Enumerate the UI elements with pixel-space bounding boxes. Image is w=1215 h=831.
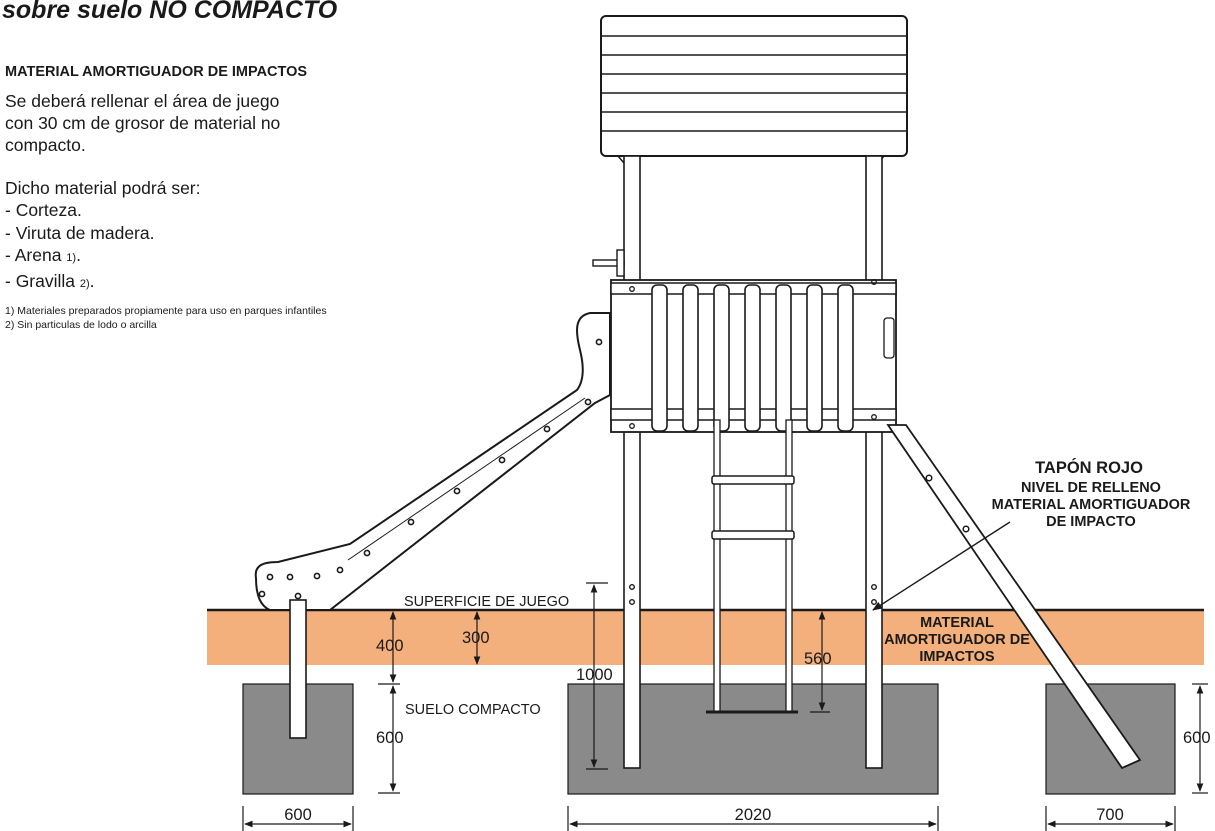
cushion-layer-label: AMORTIGUADOR DE xyxy=(884,632,1030,648)
footnote-ref: 2) xyxy=(79,277,90,290)
cushion-layer-label: IMPACTOS xyxy=(919,649,995,665)
red-cap-arrow xyxy=(872,521,1011,611)
dimension-lines xyxy=(242,582,1208,831)
footnote-ref: 1) xyxy=(66,252,77,264)
tower-posts xyxy=(623,155,883,769)
footnote: 1) Materiales preparados propiamente par… xyxy=(5,305,327,317)
dim-footing-depth-right: 600 xyxy=(1183,729,1211,747)
material-item: - Corteza. xyxy=(5,200,82,220)
materials-list: - Corteza. - Viruta de madera. - Arena 1… xyxy=(5,199,154,295)
handle xyxy=(592,249,625,277)
fill-instructions-line: con 30 cm de grosor de material no xyxy=(5,113,281,133)
fill-instructions-line: compacto. xyxy=(5,135,86,155)
red-cap-desc: MATERIAL AMORTIGUADOR xyxy=(992,497,1191,513)
material-item: - Gravilla 2). xyxy=(5,270,95,291)
dim-footing-width-center: 2020 xyxy=(735,806,772,824)
page-title: sobre suelo NO COMPACTO xyxy=(2,0,338,24)
red-cap-desc: NIVEL DE RELLENO xyxy=(1021,480,1161,496)
fill-instructions: Se deberá rellenar el área de juego con … xyxy=(5,90,280,156)
guard-rail xyxy=(610,279,897,433)
play-surface-label: SUPERFICIE DE JUEGO xyxy=(404,594,569,610)
dim-total-depth: 400 xyxy=(376,637,404,655)
red-cap-title: TAPÓN ROJO xyxy=(1035,458,1143,477)
dim-footing-width-right: 700 xyxy=(1096,806,1124,824)
footnote: 2) Sin particulas de lodo o arcilla xyxy=(5,319,157,331)
compact-ground-label: SUELO COMPACTO xyxy=(405,702,541,718)
materials-intro: Dicho material podrá ser: xyxy=(5,178,201,198)
footnotes: 1) Materiales preparados propiamente par… xyxy=(5,304,327,332)
roof xyxy=(600,15,908,164)
material-item: - Viruta de madera. xyxy=(5,222,155,243)
slide-anchor xyxy=(289,599,307,739)
climbing-ramp xyxy=(886,424,1142,770)
dim-footing-depth-left: 600 xyxy=(376,729,404,747)
dim-post-depth: 1000 xyxy=(576,666,613,684)
dim-footing-width-left: 600 xyxy=(284,806,312,824)
dim-fill-thickness: 300 xyxy=(462,629,490,647)
fill-instructions-line: Se deberá rellenar el área de juego xyxy=(5,91,280,111)
section-heading: MATERIAL AMORTIGUADOR DE IMPACTOS xyxy=(5,64,308,80)
slide xyxy=(254,312,611,611)
cushion-layer-label: MATERIAL xyxy=(920,615,994,631)
material-item: - Arena 1). xyxy=(5,245,81,265)
ladder xyxy=(706,419,798,714)
dim-ladder-depth: 560 xyxy=(804,650,832,668)
red-cap-desc: DE IMPACTO xyxy=(1046,514,1136,530)
